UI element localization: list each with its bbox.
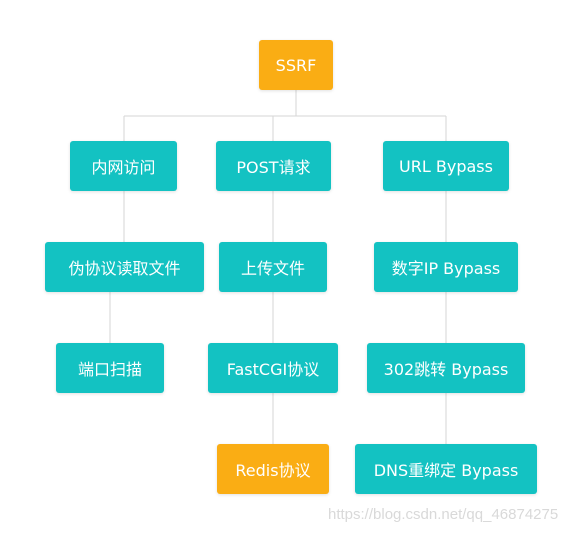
leaf-node-dns-rebinding-bypass: DNS重绑定 Bypass — [355, 444, 537, 494]
watermark-text: https://blog.csdn.net/qq_46874275 — [328, 506, 559, 523]
leaf-node-pseudo-protocol-read-file: 伪协议读取文件 — [45, 242, 204, 292]
branch-node-intranet-access: 内网访问 — [70, 141, 177, 191]
leaf-node-numeric-ip-bypass: 数字IP Bypass — [374, 242, 518, 292]
leaf-node-fastcgi-protocol: FastCGI协议 — [208, 343, 338, 393]
leaf-node-redis-protocol: Redis协议 — [217, 444, 329, 494]
branch-node-post-request: POST请求 — [216, 141, 331, 191]
leaf-node-upload-file: 上传文件 — [219, 242, 327, 292]
leaf-node-port-scan: 端口扫描 — [56, 343, 164, 393]
branch-node-url-bypass: URL Bypass — [383, 141, 509, 191]
root-node-ssrf: SSRF — [259, 40, 333, 90]
leaf-node-302-redirect-bypass: 302跳转 Bypass — [367, 343, 525, 393]
